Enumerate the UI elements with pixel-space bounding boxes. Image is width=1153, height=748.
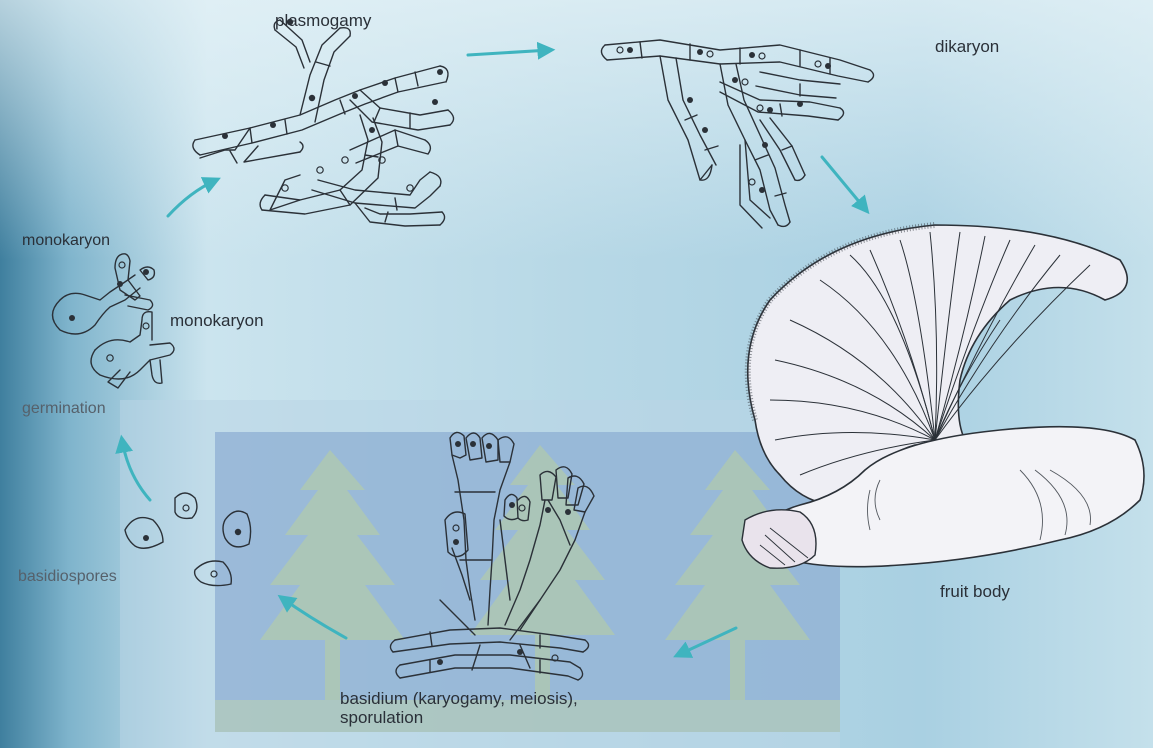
- label-basidiospores: basidiospores: [18, 568, 117, 586]
- label-monokaryon-top: monokaryon: [22, 232, 110, 250]
- label-germination: germination: [22, 400, 106, 418]
- label-fruit-body: fruit body: [940, 583, 1010, 602]
- label-basidium: basidium (karyogamy, meiosis), sporulati…: [340, 689, 578, 727]
- label-plasmogamy: plasmogamy: [275, 12, 371, 31]
- watermark-box: [215, 432, 840, 732]
- label-dikaryon: dikaryon: [935, 38, 999, 57]
- label-monokaryon-mid: monokaryon: [170, 312, 264, 331]
